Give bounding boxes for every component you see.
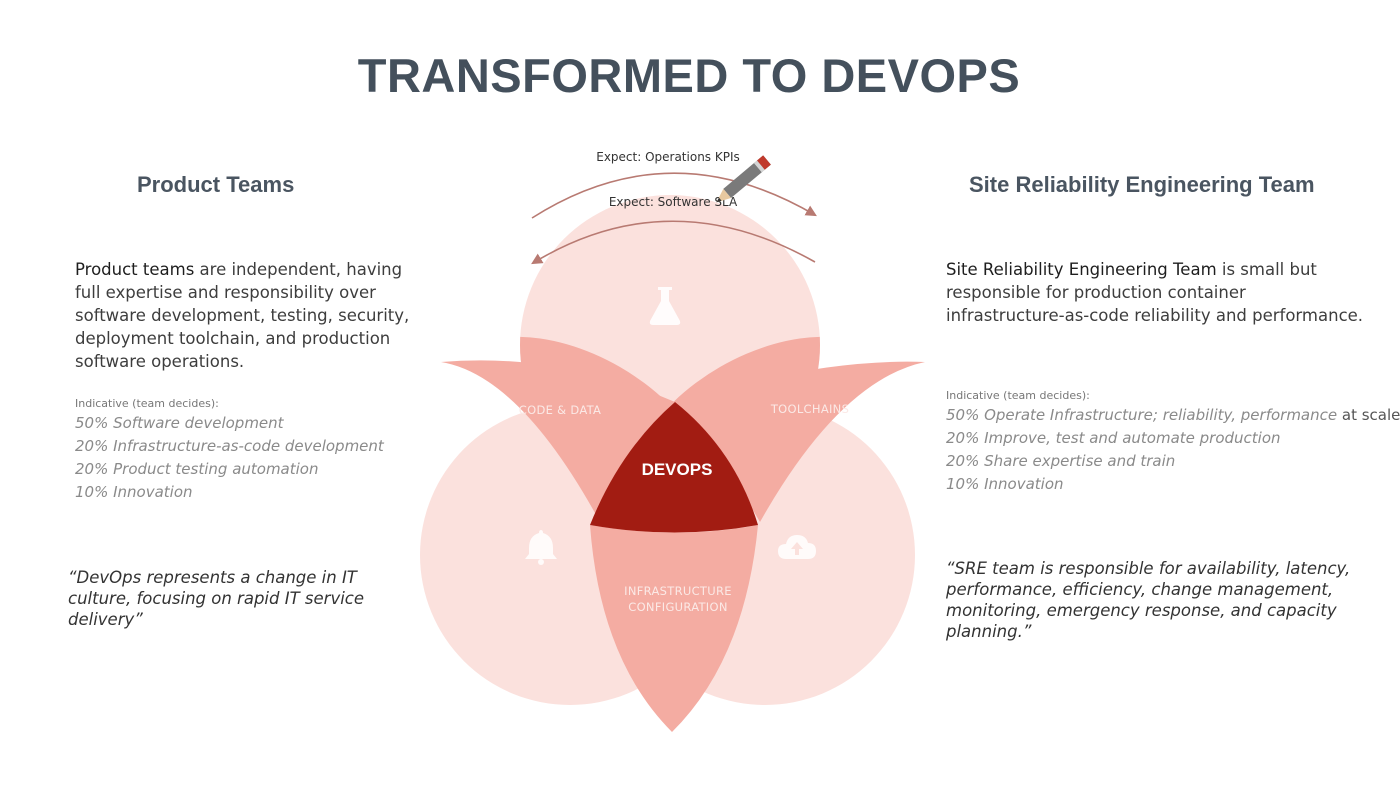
bell-icon bbox=[525, 530, 557, 565]
label-toolchains: TOOLCHAINS bbox=[770, 402, 849, 416]
list-item: 10% Innovation bbox=[75, 483, 193, 501]
product-teams-desc-text: are independent, having full expertise a… bbox=[75, 260, 410, 371]
list-item: 50% Operate Infrastructure; reliability,… bbox=[946, 404, 1400, 427]
list-item: 10% Innovation bbox=[946, 475, 1064, 493]
label-expect-operations-kpis: Expect: Operations KPIs bbox=[596, 150, 740, 164]
sre-team-desc-text: is small but responsible for production … bbox=[946, 260, 1364, 325]
arrow-software-sla bbox=[531, 220, 816, 265]
list-item: 20% Product testing automation bbox=[75, 460, 319, 478]
label-expect-software-sla: Expect: Software SLA bbox=[609, 195, 738, 209]
sre-indicative-label: Indicative (team decides): bbox=[946, 389, 1090, 402]
label-infrastructure: INFRASTRUCTURE bbox=[624, 584, 732, 598]
devops-quote: “DevOps represents a change in IT cultur… bbox=[68, 568, 365, 629]
arrow-operations-kpis bbox=[531, 172, 817, 219]
sre-team-heading: Site Reliability Engineering Team bbox=[969, 172, 1315, 197]
lens-infrastructure-shape bbox=[590, 525, 758, 732]
product-teams-heading: Product Teams bbox=[137, 172, 295, 197]
list-item: 20% Infrastructure-as-code development bbox=[75, 437, 384, 455]
cloud-upload-icon bbox=[778, 535, 816, 559]
list-item: 20% Share expertise and train bbox=[946, 452, 1176, 470]
pencil-icon bbox=[716, 155, 771, 203]
sre-quote: “SRE team is responsible for availabilit… bbox=[946, 559, 1351, 641]
sre-indicative-list: 50% Operate Infrastructure; reliability,… bbox=[946, 404, 1400, 496]
slide-title: TRANSFORMED TO DEVOPS bbox=[357, 49, 1021, 102]
product-indicative-list: 50% Software development 20% Infrastruct… bbox=[75, 412, 384, 504]
label-configuration: CONFIGURATION bbox=[628, 600, 728, 614]
sre-first-item-suffix: at scale bbox=[1341, 406, 1400, 424]
product-teams-description: Product teams are independent, having fu… bbox=[75, 258, 415, 373]
sre-first-item-text: 50% Operate Infrastructure; reliability,… bbox=[946, 406, 1342, 424]
flask-icon bbox=[649, 287, 681, 325]
list-item: 50% Software development bbox=[75, 414, 284, 432]
label-code-data: CODE & DATA bbox=[519, 403, 601, 417]
sre-team-desc-bold: Site Reliability Engineering Team bbox=[946, 260, 1217, 279]
list-item: 20% Improve, test and automate productio… bbox=[946, 429, 1281, 447]
product-teams-desc-bold: Product teams bbox=[75, 260, 195, 279]
product-indicative-label: Indicative (team decides): bbox=[75, 397, 219, 410]
sre-team-description: Site Reliability Engineering Team is sma… bbox=[946, 258, 1366, 327]
devops-center bbox=[590, 402, 758, 533]
label-devops: DEVOPS bbox=[642, 460, 713, 479]
